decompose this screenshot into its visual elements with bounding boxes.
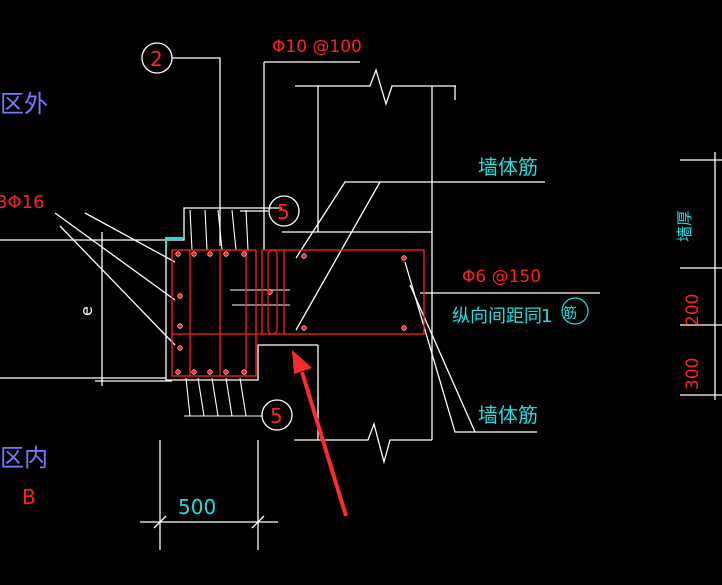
axis-b-label: B — [22, 485, 36, 509]
callout-2-text: 2 — [150, 47, 163, 71]
longitudinal-spacing-label: 纵向间距同 — [452, 306, 542, 327]
callout-5b-text: 5 — [270, 404, 283, 428]
dim-500-text: 500 — [178, 495, 216, 519]
wall-rebar-top-label: 墙体筋 — [478, 155, 538, 179]
zone-inner-label: 区内 — [0, 444, 48, 472]
wall-rebar-bottom-label: 墙体筋 — [478, 403, 538, 427]
zone-outer-label: 区外 — [0, 90, 48, 118]
dim-e-text: e — [77, 306, 96, 316]
bar-number-circle — [561, 297, 589, 325]
vertical-bars-ovals — [267, 249, 278, 335]
structure-outline — [0, 57, 722, 550]
rebar-cage — [171, 249, 425, 377]
callout-5a-circle — [268, 195, 300, 227]
dim-right-top-text: 墙厚 — [675, 210, 694, 242]
stirrup-top-label: Φ10 @100 — [272, 37, 362, 57]
same-as-bar-suffix: 筋 — [563, 305, 577, 322]
callout-2-circle — [141, 42, 173, 74]
dim-300-text: 300 — [683, 358, 703, 390]
dim-200-text: 200 — [683, 294, 703, 326]
callout-5b-circle — [261, 399, 293, 431]
corner-mark — [165, 237, 184, 250]
stirrup-hooks — [184, 209, 290, 417]
red-arrow — [292, 350, 348, 517]
rebar-dots — [175, 251, 407, 375]
tie-label: Φ6 @150 — [462, 267, 541, 287]
callout-5a-text: 5 — [277, 200, 290, 224]
bar-left-label: 3Φ16 — [0, 192, 45, 213]
same-as-bar-number: 1 — [541, 306, 552, 327]
